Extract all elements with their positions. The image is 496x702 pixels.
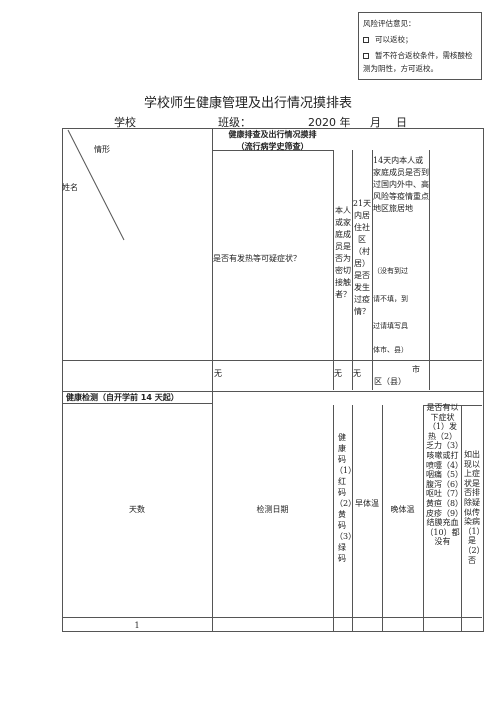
checkbox-icon[interactable]: [363, 37, 369, 43]
checkbox-icon[interactable]: [363, 53, 369, 59]
page-title: 学校师生健康管理及出行情况摸排表: [143, 96, 352, 111]
travel-note-2: 请不填，到: [373, 295, 408, 303]
corner-diagonal: [67, 129, 125, 241]
question-close-contact: 本人或家庭成员是否为密切接触者？: [335, 206, 351, 299]
answer-fever[interactable]: 无: [214, 369, 222, 378]
risk-assessment-box: 风险评估意见： 可以返校； 暂不符合返校条件，需核酸检测为阴性，方可返校。: [358, 12, 482, 80]
question-fever: 是否有发热等可疑症状？: [213, 254, 301, 263]
row-day-number: 1: [134, 621, 140, 630]
risk-option-1-label: 可以返校；: [375, 35, 413, 44]
answer-county[interactable]: 区（县）: [374, 377, 406, 386]
month-label: 月: [370, 116, 381, 129]
section2-title: 健康检测（自开学前 14 天起）: [66, 393, 179, 402]
column-symptoms: 是否有以下症状（1）发热（2）乏力（3）咳嗽或打喷嚏（4）咽痛（5）腹泻（6）呕…: [425, 403, 460, 547]
question-travel: 14天内本人或家庭成员是否到过国内外中、高风险等疫情重点地区旅居地: [373, 156, 429, 213]
travel-note-1: （没有到过: [373, 267, 408, 275]
answer-city[interactable]: 市: [412, 365, 420, 374]
section1-title: 健康排查及出行情况摸排: [228, 130, 317, 139]
risk-option-2-label: 暂不符合返校条件，需核酸检测为阴性，方可返校。: [363, 51, 473, 73]
travel-note-4: 体市、县）: [373, 346, 408, 354]
risk-option-1[interactable]: 可以返校；: [363, 33, 479, 46]
section1-subtitle: （流行病学史筛查）: [236, 142, 309, 151]
health-monitoring-table: [62, 390, 484, 632]
year-label: 2020 年: [308, 116, 351, 129]
column-evening-temp: 晚体温: [390, 505, 415, 514]
column-isolation: 如出现以上症状是否排除疑似传染病（1）是（2）否: [463, 450, 481, 565]
column-health-code: 健康码（1）红码（2）黄码（3）绿码: [335, 433, 357, 563]
corner-situation-label: 情形: [94, 145, 110, 154]
epidemiology-table: [62, 128, 484, 392]
column-morning-temp: 早体温: [355, 499, 379, 508]
answer-community[interactable]: 无: [353, 369, 361, 378]
risk-option-2[interactable]: 暂不符合返校条件，需核酸检测为阴性，方可返校。: [363, 49, 479, 75]
column-days: 天数: [129, 505, 145, 514]
day-label: 日: [396, 116, 407, 129]
column-check-date: 检测日期: [256, 505, 289, 514]
risk-box-title: 风险评估意见：: [363, 19, 416, 28]
answer-close-contact[interactable]: 无: [334, 369, 342, 378]
class-label: 班级：: [218, 116, 251, 129]
school-label: 学校: [114, 116, 136, 129]
corner-name-label: 姓名: [62, 183, 78, 192]
question-community: 21天内居住社区（村居）是否发生过疫情？: [352, 199, 372, 316]
travel-note-3: 过请填写具: [373, 322, 408, 330]
